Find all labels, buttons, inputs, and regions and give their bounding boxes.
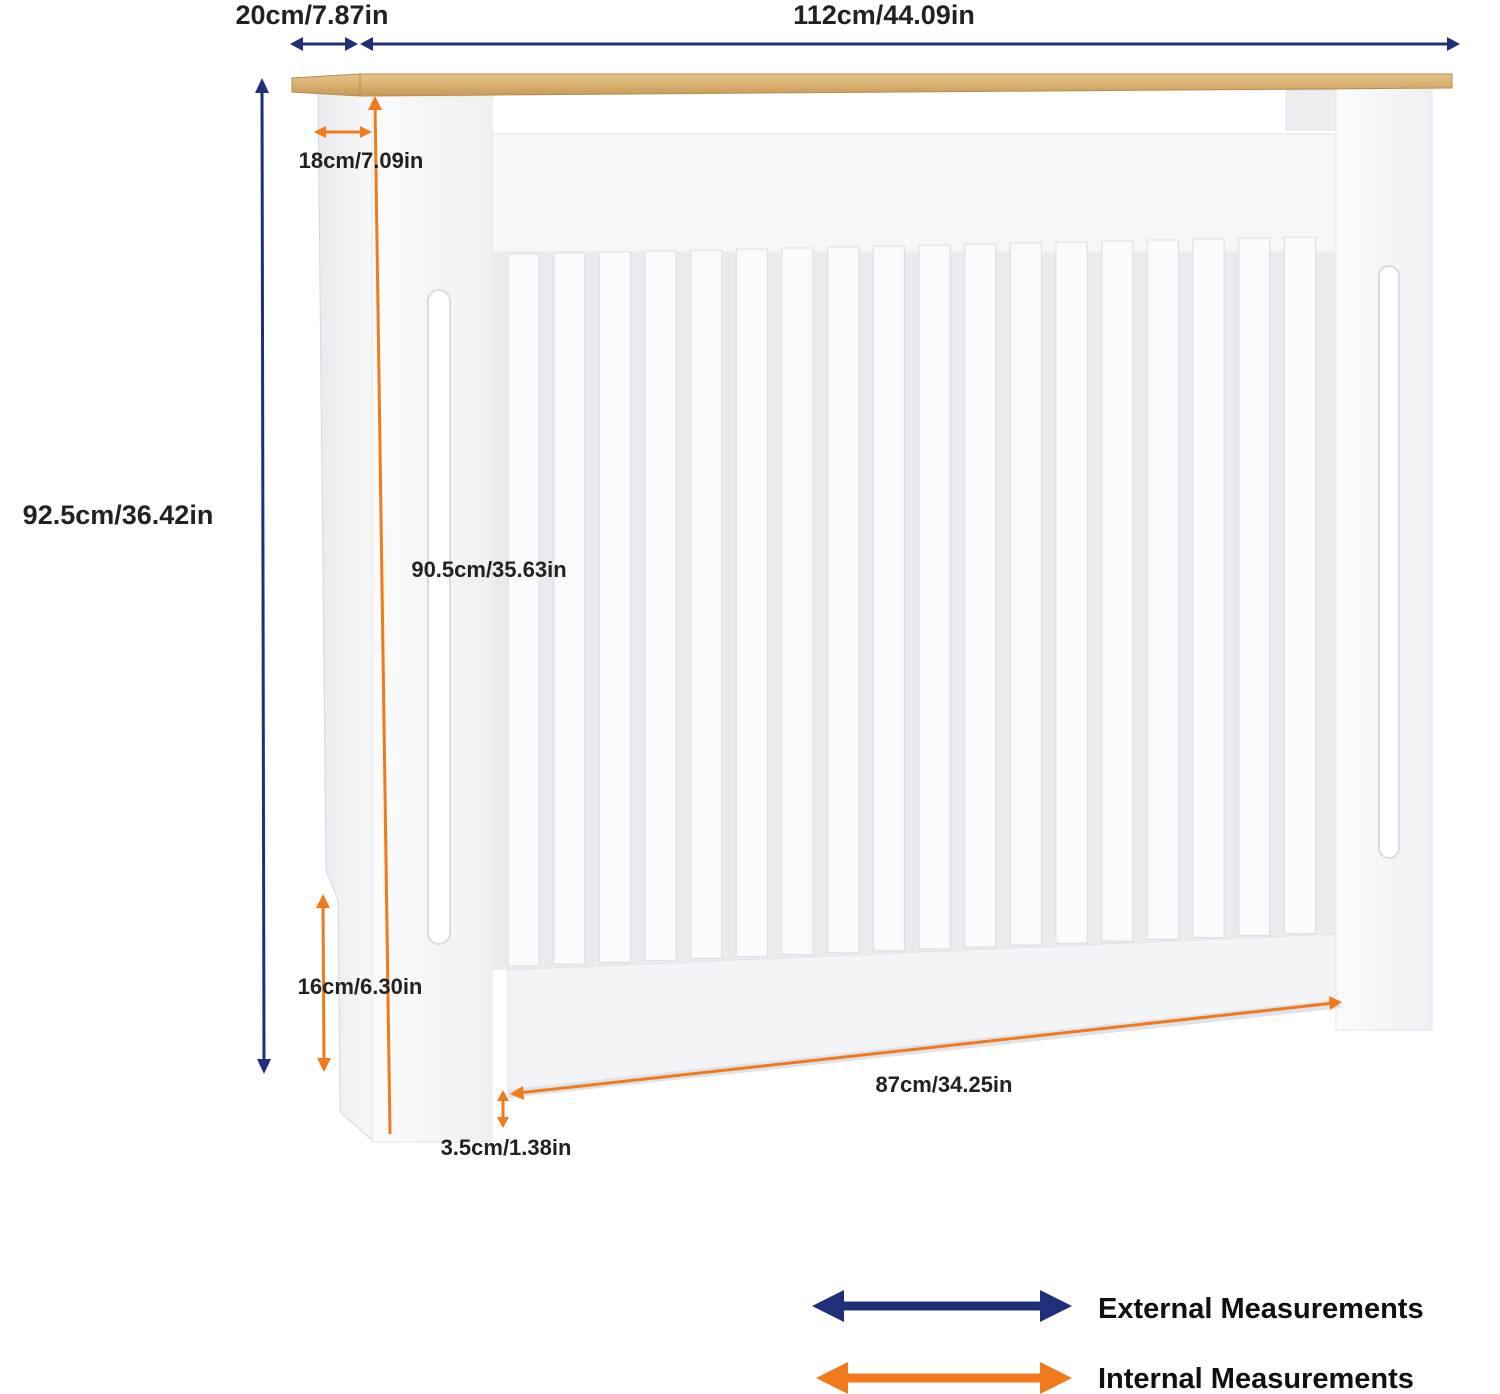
- grille-slat: [735, 248, 768, 957]
- grille-slat: [644, 250, 677, 961]
- foot-height-arrow: [316, 894, 331, 1072]
- grille-slat: [1009, 242, 1042, 946]
- foot-height-label: 16cm/6.30in: [298, 974, 423, 999]
- height-inner-label: 90.5cm/35.63in: [411, 557, 566, 582]
- wooden-top: [291, 73, 1453, 97]
- width-inner-label: 87cm/34.25in: [876, 1072, 1013, 1097]
- grille-slat: [553, 252, 586, 965]
- grille-slat: [872, 245, 905, 952]
- grille-slat: [781, 247, 814, 956]
- right-post-back: [1285, 89, 1337, 131]
- left-vent-slot: [427, 289, 451, 945]
- right-vent-slot: [1378, 265, 1400, 859]
- bottom-gap-label: 3.5cm/1.38in: [441, 1135, 572, 1160]
- depth-inner-label: 18cm/7.09in: [299, 148, 424, 173]
- legend-external-label: External Measurements: [1098, 1293, 1424, 1325]
- side-panel: [311, 91, 373, 1142]
- grille-slat: [598, 251, 631, 963]
- legend-internal-label: Internal Measurements: [1098, 1363, 1414, 1394]
- radiator-cover: [291, 73, 1453, 1143]
- height-total-arrow: [255, 78, 271, 1074]
- legend: External Measurements Internal Measureme…: [812, 1290, 1424, 1394]
- width-total-arrow: [360, 37, 1460, 51]
- grille-slat: [1238, 237, 1271, 937]
- grille-slat: [918, 244, 951, 950]
- grille-slat: [827, 246, 860, 954]
- grille-slat: [1192, 238, 1225, 938]
- grille-slat: [1283, 236, 1316, 935]
- grille-slat: [1101, 240, 1134, 942]
- legend-external-arrow: [812, 1290, 1072, 1322]
- depth-top-arrow: [290, 37, 358, 51]
- legend-internal-arrow: [816, 1362, 1072, 1394]
- height-total-label: 92.5cm/36.42in: [23, 500, 214, 530]
- grille-slat: [1055, 241, 1088, 944]
- grille-slat: [964, 243, 997, 948]
- bottom-gap-arrow: [497, 1090, 509, 1128]
- internal-dimension-arrows: [314, 96, 1342, 1135]
- grille-slat: [507, 253, 540, 967]
- grille-slat: [690, 249, 723, 959]
- width-total-label: 112cm/44.09in: [793, 0, 975, 30]
- width-inner-arrow: [510, 996, 1342, 1100]
- grille-slats: [507, 236, 1316, 967]
- depth-top-label: 20cm/7.87in: [235, 0, 388, 30]
- depth-inner-arrow: [314, 126, 372, 138]
- external-dimension-arrows: [255, 37, 1460, 1074]
- top-rail: [491, 133, 1337, 253]
- grille-slat: [1146, 239, 1179, 940]
- height-inner-arrow: [368, 96, 392, 1135]
